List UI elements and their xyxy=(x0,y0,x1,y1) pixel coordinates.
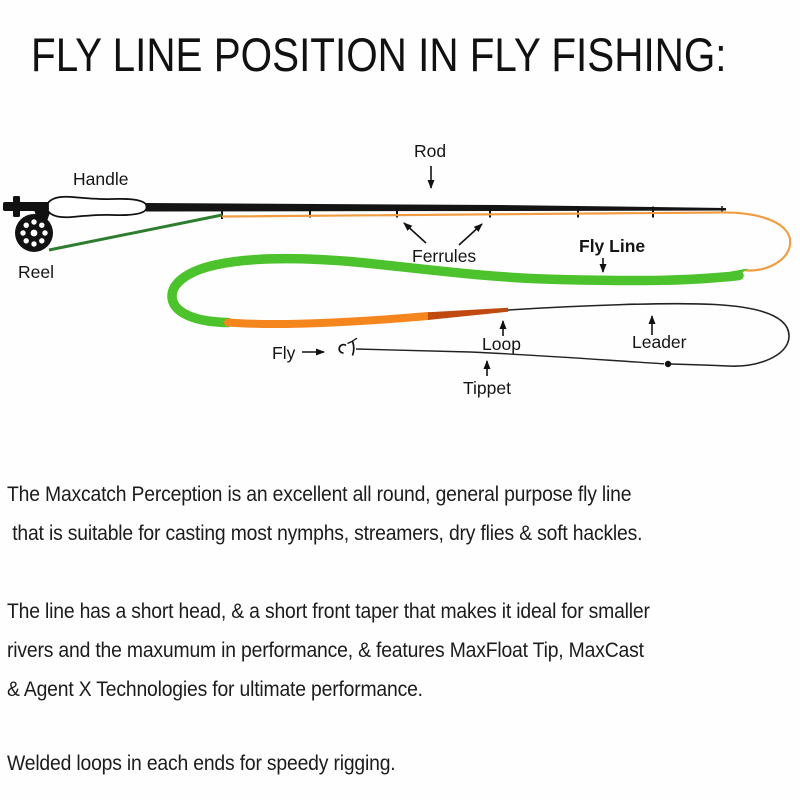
rod-handle xyxy=(47,195,148,219)
tippet-line xyxy=(355,348,665,365)
ferrules-label: Ferrules xyxy=(412,246,476,266)
fly-line-label: Fly Line xyxy=(579,236,645,256)
ferrules-arrow-left xyxy=(403,222,427,244)
rod-butt xyxy=(3,196,52,221)
reel-hub-hole xyxy=(30,229,38,237)
leader-label: Leader xyxy=(632,332,687,352)
fly-fishing-diagram: Handle Reel Rod Ferrules Fly Line Loop L… xyxy=(3,141,792,398)
loop-label: Loop xyxy=(482,334,521,354)
reel-to-rod-line xyxy=(48,213,223,252)
reel-holes xyxy=(20,219,48,247)
front-taper xyxy=(224,312,432,329)
leader-line xyxy=(507,302,790,367)
fly-hook-icon xyxy=(338,337,358,356)
annotation-arrows xyxy=(302,166,656,376)
fly-line-end-taper xyxy=(731,268,748,281)
tippet-label: Tippet xyxy=(463,378,511,398)
butt-cap xyxy=(13,196,20,217)
running-line xyxy=(221,211,792,272)
rod-blank xyxy=(146,203,726,212)
page-title: FLY LINE POSITION IN FLY FISHING: xyxy=(31,28,727,81)
handle-label: Handle xyxy=(73,169,128,189)
paragraph-welded-loops: Welded loops in each ends for speedy rig… xyxy=(7,751,396,775)
leader-tippet-knot xyxy=(664,360,672,368)
ferrules-arrow-right xyxy=(458,223,483,246)
fly-line-body xyxy=(167,253,744,328)
reel-label: Reel xyxy=(18,262,54,282)
rod-label: Rod xyxy=(414,141,446,161)
paragraph-features: The line has a short head, & a short fro… xyxy=(7,599,650,701)
reel xyxy=(15,214,53,252)
line-tip-section xyxy=(428,307,508,320)
paragraph-intro: The Maxcatch Perception is an excellent … xyxy=(7,482,643,545)
fly-label: Fly xyxy=(272,343,296,363)
